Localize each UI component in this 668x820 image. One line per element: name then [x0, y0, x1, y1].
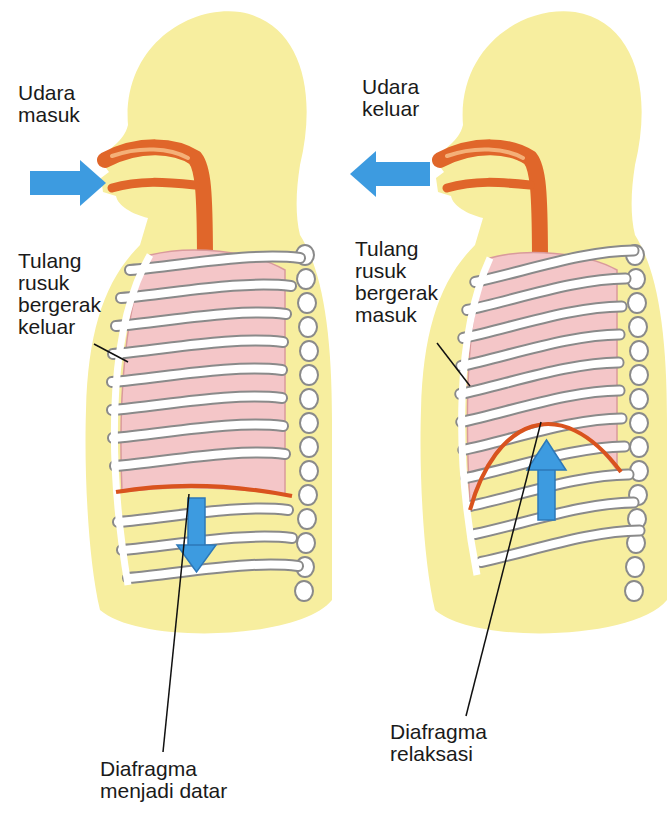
airway — [440, 147, 540, 265]
text-label: Diafragma menjadi datar — [100, 758, 250, 802]
ribs — [112, 257, 300, 578]
leader-line — [163, 494, 189, 752]
body-silhouette — [86, 11, 332, 633]
spine — [295, 245, 318, 601]
leader-line — [94, 344, 128, 362]
body-silhouette — [421, 11, 667, 633]
text-label: Tulang rusuk bergerak keluar — [18, 250, 118, 338]
text-label: Udara keluar — [362, 76, 440, 120]
air-out-arrow — [350, 151, 430, 197]
text-label: Tulang rusuk bergerak masuk — [355, 238, 455, 326]
air-in-arrow — [30, 160, 106, 206]
text-label: Udara masuk — [18, 82, 92, 126]
exhale-figure — [421, 11, 667, 633]
leader-line — [466, 422, 541, 716]
sternum-edge — [462, 258, 490, 575]
text-label: Diafragma relaksasi — [390, 721, 515, 765]
spine — [625, 245, 648, 601]
airway — [105, 147, 205, 265]
leader-lines — [94, 343, 541, 752]
sternum-edge — [114, 255, 150, 585]
leader-line — [437, 343, 470, 386]
ribs — [458, 249, 641, 562]
diaphragm-flat — [116, 486, 292, 496]
